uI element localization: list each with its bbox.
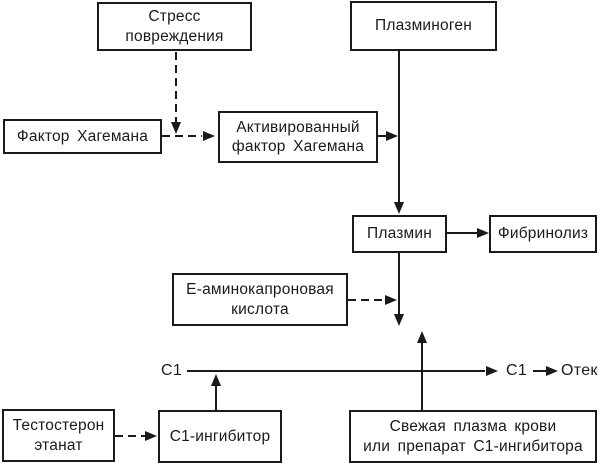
node-stress-damage: Стресс повреждения: [97, 2, 252, 51]
node-aminocaproic-acid: Е-аминокапроновая кислота: [172, 273, 348, 326]
right-arrowhead-icon: [486, 366, 498, 376]
node-label: Плазминоген: [375, 17, 472, 35]
label-c1-source: С1: [161, 362, 183, 379]
node-plasmin: Плазмин: [352, 215, 447, 253]
down-arrowhead-icon: [394, 314, 404, 326]
arrow-fresh-plasma-up: [417, 331, 427, 410]
node-label: Стресс: [148, 8, 201, 26]
node-testosterone-enanthate: Тестостерон этанат: [2, 409, 115, 462]
node-label: С1-ингибитор: [169, 427, 271, 445]
node-hageman-factor: Фактор Хагемана: [3, 119, 162, 154]
node-activated-hageman-factor: Активированный фактор Хагемана: [218, 111, 378, 163]
arrow-testosterone-to-c1-inhibitor: [115, 431, 157, 441]
node-label: Е-аминокапроновая: [186, 281, 334, 299]
node-label: Фибринолиз: [497, 225, 589, 243]
node-label: Свежая плазма крови: [389, 418, 557, 436]
up-arrowhead-icon: [417, 331, 427, 343]
arrow-c1-line: [187, 366, 498, 376]
right-arrowhead-icon: [546, 366, 558, 376]
right-arrowhead-icon: [145, 431, 157, 441]
right-arrowhead-icon: [477, 228, 489, 238]
node-label: фактор Хагемана: [231, 138, 365, 155]
node-label: повреждения: [125, 27, 224, 45]
arrow-stress-to-junction: [171, 52, 181, 134]
arrow-aminocaproic-to-plasmin-line: [348, 295, 397, 305]
arrow-activated-to-plasmin-line: [378, 131, 398, 141]
node-label: Фактор Хагемана: [16, 127, 149, 145]
node-fibrinolysis: Фибринолиз: [489, 215, 597, 253]
right-arrowhead-icon: [386, 131, 398, 141]
label-edema: Отек: [561, 362, 598, 379]
arrow-c1-to-edema: [533, 366, 558, 376]
right-arrowhead-icon: [385, 295, 397, 305]
arrow-c1-inhibitor-up: [211, 374, 221, 410]
down-arrowhead-icon: [171, 122, 181, 134]
up-arrowhead-icon: [211, 374, 221, 386]
node-label: кислота: [231, 300, 289, 318]
label-c1-activated: С1: [506, 362, 528, 379]
node-c1-inhibitor: С1-ингибитор: [158, 410, 282, 463]
right-arrowhead-icon: [203, 131, 215, 141]
node-label: Активированный: [236, 118, 360, 136]
arrow-hageman-to-activated: [162, 131, 215, 141]
node-label: или препарат С1-ингибитора: [363, 437, 583, 455]
node-fresh-plasma: Свежая плазма крови или препарат С1-инги…: [349, 410, 597, 463]
node-label: этанат: [34, 436, 83, 454]
node-plasminogen: Плазминоген: [350, 1, 497, 51]
arrow-plasmin-down: [394, 253, 404, 326]
down-arrowhead-icon: [394, 202, 404, 214]
arrow-plasmin-to-fibrinolysis: [447, 228, 489, 238]
node-label: Тестостерон: [12, 417, 105, 435]
node-label: Плазмин: [366, 225, 432, 243]
arrow-plasminogen-to-plasmin: [394, 51, 404, 214]
